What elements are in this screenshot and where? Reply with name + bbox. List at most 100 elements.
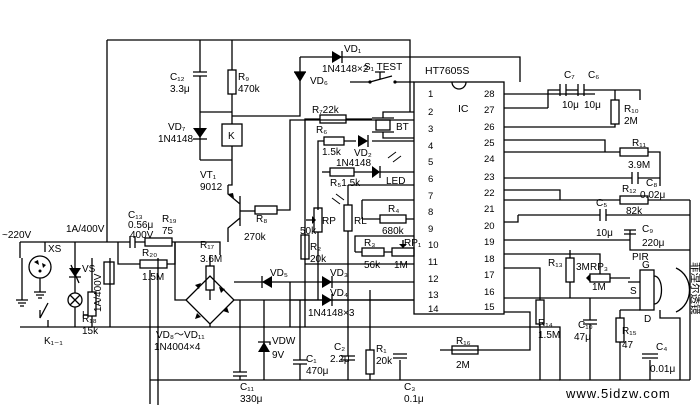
r16	[451, 345, 479, 355]
mains-voltage: ~220V	[2, 230, 32, 241]
svg-text:R₁₄: R₁₄	[538, 318, 553, 329]
svg-text:11: 11	[428, 257, 438, 268]
svg-text:R₁₁: R₁₁	[632, 138, 647, 149]
svg-text:VT₁: VT₁	[200, 170, 217, 181]
r5	[329, 167, 355, 177]
svg-text:VD₂: VD₂	[354, 148, 372, 159]
svg-text:C₈: C₈	[646, 178, 657, 189]
svg-text:1.5M: 1.5M	[142, 272, 164, 283]
r4	[379, 214, 407, 224]
svg-text:BT: BT	[396, 122, 409, 133]
svg-text:25: 25	[484, 138, 495, 149]
mains-section	[16, 241, 115, 327]
svg-text:VD₁: VD₁	[344, 44, 362, 55]
svg-text:RL: RL	[354, 216, 367, 227]
svg-text:10μ: 10μ	[584, 100, 601, 111]
svg-text:C₁: C₁	[306, 354, 317, 365]
ic-right-network	[440, 84, 691, 380]
r7	[319, 114, 347, 124]
svg-text:26: 26	[484, 122, 495, 133]
svg-text:C₂: C₂	[334, 342, 345, 353]
svg-text:75: 75	[162, 226, 174, 237]
svg-text:0.02μ: 0.02μ	[640, 190, 665, 201]
svg-text:4: 4	[428, 141, 433, 152]
svg-text:12: 12	[428, 274, 439, 285]
svg-text:VS: VS	[82, 264, 96, 275]
svg-text:R₈: R₈	[256, 214, 267, 225]
svg-text:10μ: 10μ	[562, 100, 579, 111]
svg-text:16: 16	[484, 287, 495, 298]
svg-text:C₁₀: C₁₀	[578, 320, 593, 331]
svg-text:470k: 470k	[238, 84, 261, 95]
svg-text:9012: 9012	[200, 182, 223, 193]
svg-text:1A/400V: 1A/400V	[93, 273, 104, 312]
svg-text:0.01μ: 0.01μ	[650, 364, 675, 375]
svg-text:R₄: R₄	[388, 204, 399, 215]
svg-text:3M: 3M	[576, 262, 590, 273]
svg-text:15: 15	[484, 302, 495, 313]
ldr-rl	[343, 204, 353, 232]
svg-text:PIR: PIR	[632, 252, 649, 263]
svg-text:R₁₀: R₁₀	[624, 104, 639, 115]
svg-text:47: 47	[622, 340, 634, 351]
r1	[365, 349, 375, 375]
svg-text:K: K	[228, 131, 235, 142]
svg-text:C₄: C₄	[656, 342, 667, 353]
svg-text:19: 19	[484, 237, 495, 248]
supply-rails	[20, 39, 690, 405]
rp3	[589, 273, 611, 283]
input-dropper	[110, 236, 221, 300]
r19	[144, 237, 173, 247]
svg-text:14: 14	[428, 304, 439, 315]
svg-text:3.3μ: 3.3μ	[170, 84, 190, 95]
svg-text:RP₃: RP₃	[590, 262, 608, 273]
c13	[129, 236, 136, 248]
svg-text:R₁₈: R₁₈	[82, 314, 97, 325]
svg-text:R₁₂: R₁₂	[622, 184, 637, 195]
socket-xs	[28, 255, 52, 279]
svg-text:50k: 50k	[300, 226, 317, 237]
svg-text:3.6M: 3.6M	[200, 254, 222, 265]
svg-text:S₁ TEST: S₁ TEST	[364, 62, 402, 73]
labels: HT7605S IC 1 2 3 4 5 6 7 8 9 10 11 12 13…	[2, 44, 700, 405]
r6	[323, 136, 345, 146]
svg-text:5: 5	[428, 157, 433, 168]
svg-text:0.56μ: 0.56μ	[128, 220, 153, 231]
svg-text:27: 27	[484, 105, 495, 116]
ic-ht7605s	[413, 81, 505, 315]
svg-text:VD₃: VD₃	[330, 268, 348, 279]
svg-text:C₁₁: C₁₁	[240, 382, 255, 393]
svg-text:3: 3	[428, 124, 433, 135]
r10	[610, 99, 620, 125]
svg-text:400V: 400V	[130, 230, 154, 241]
svg-text:1N4148×3: 1N4148×3	[308, 308, 355, 319]
svg-text:R₁: R₁	[376, 344, 387, 355]
svg-text:R₅1.5k: R₅1.5k	[330, 178, 361, 189]
svg-text:XS: XS	[48, 244, 62, 255]
ic-left-network	[234, 71, 415, 327]
svg-text:82k: 82k	[626, 206, 643, 217]
svg-text:10μ: 10μ	[596, 228, 613, 239]
svg-text:C₅: C₅	[596, 198, 607, 209]
svg-text:1N4148: 1N4148	[158, 134, 193, 145]
svg-text:56k: 56k	[364, 260, 381, 271]
svg-text:20k: 20k	[376, 356, 393, 367]
svg-text:R₁₅: R₁₅	[622, 326, 637, 337]
svg-text:0.1μ: 0.1μ	[404, 394, 424, 405]
svg-text:R₂: R₂	[310, 242, 321, 253]
svg-text:VDW: VDW	[272, 336, 296, 347]
svg-text:2.2μ: 2.2μ	[330, 354, 350, 365]
r13	[565, 257, 575, 283]
svg-text:C₇: C₇	[564, 70, 575, 81]
svg-text:330μ: 330μ	[240, 394, 263, 405]
svg-text:VD₄: VD₄	[330, 288, 348, 299]
svg-text:270k: 270k	[244, 232, 267, 243]
svg-text:10: 10	[428, 240, 439, 251]
svg-text:3.9M: 3.9M	[628, 160, 650, 171]
svg-text:24: 24	[484, 154, 495, 165]
svg-text:220μ: 220μ	[642, 238, 665, 249]
svg-text:13: 13	[428, 290, 439, 301]
svg-text:C₃: C₃	[404, 382, 415, 393]
r8	[254, 205, 278, 215]
